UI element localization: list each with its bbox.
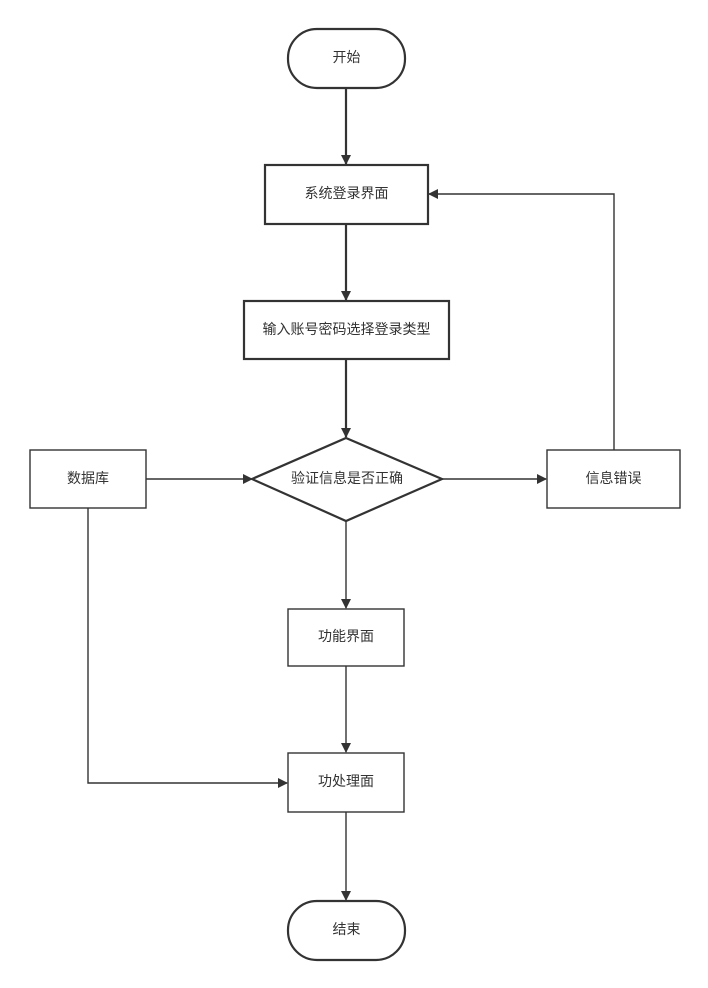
- edge-database-to-process: [87, 508, 288, 788]
- info-error-box: [546, 449, 681, 509]
- info-error-label: 信息错误: [585, 470, 642, 487]
- verify-label: 验证信息是否正确: [291, 471, 403, 488]
- database-box: [29, 449, 147, 509]
- process-box: [287, 752, 405, 813]
- end-label: 结束: [332, 922, 361, 939]
- edge-error-to-login: [428, 189, 615, 450]
- function-screen-label: 功能界面: [318, 629, 374, 646]
- end-terminal-shape: [286, 899, 407, 962]
- function-screen-box: [287, 608, 405, 667]
- verify-decision-diamond: [249, 436, 445, 523]
- input-credentials-label: 输入账号密码选择登录类型: [262, 321, 431, 338]
- start-label: 开始: [332, 50, 361, 67]
- start-terminal-shape: [286, 27, 407, 90]
- input-credentials-box: [242, 299, 451, 361]
- login-screen-label: 系统登录界面: [304, 186, 389, 203]
- database-label: 数据库: [67, 470, 109, 487]
- process-label: 功处理面: [318, 774, 374, 791]
- login-screen-box: [263, 163, 430, 226]
